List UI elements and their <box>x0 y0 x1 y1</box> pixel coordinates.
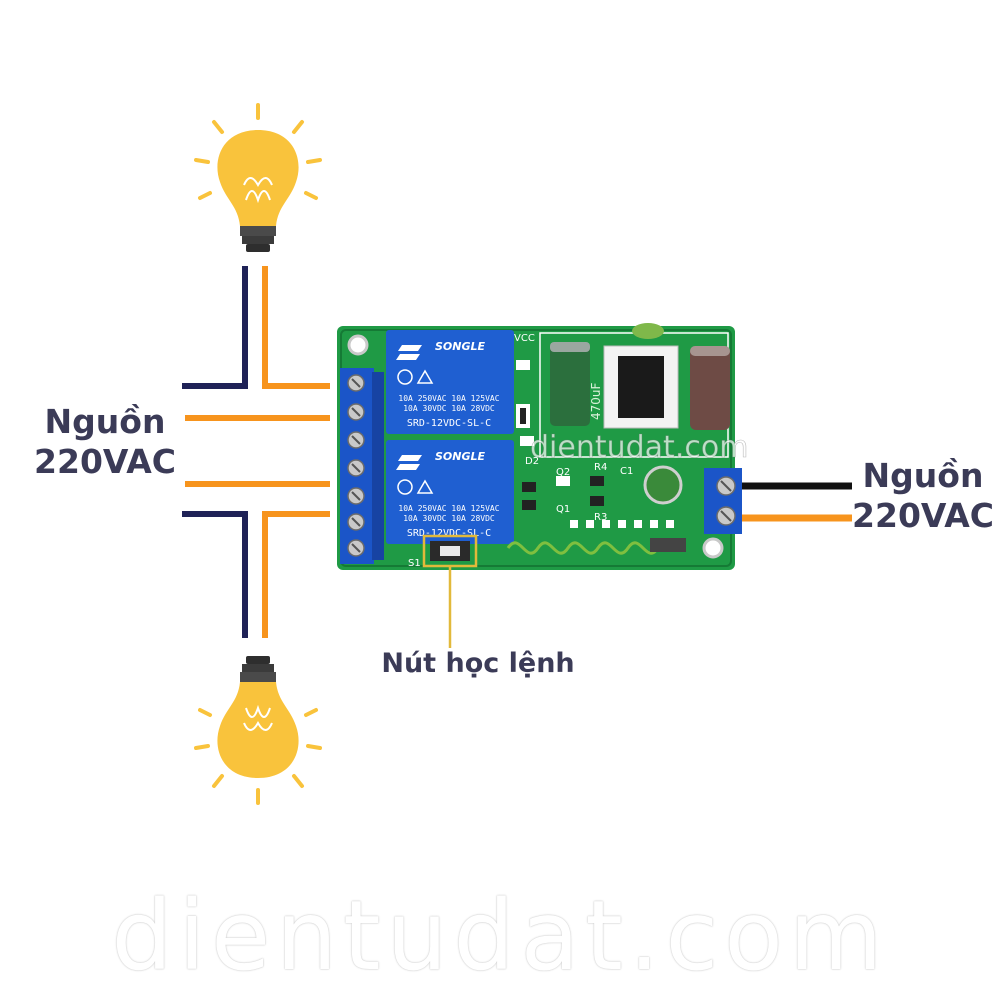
relay-2-spec-2: 10A 30VDC 10A 28VDC <box>403 514 495 523</box>
vcc-label: VCC <box>514 333 535 344</box>
wire-bottom-orange <box>265 514 330 638</box>
right-source-label-line2: 220VAC <box>848 496 998 536</box>
bottom-bulb-icon <box>196 656 320 803</box>
left-wires <box>182 266 330 638</box>
right-source-label: Nguồn 220VAC <box>848 456 998 535</box>
relay-pcb: SONGLE 10A 250VAC 10A 125VAC 10A 30VDC 1… <box>337 323 748 570</box>
wire-top-navy <box>182 266 245 386</box>
relay-2-spec-1: 10A 250VAC 10A 125VAC <box>398 504 499 513</box>
part-label-r4: R4 <box>594 462 607 473</box>
relay-2-model: SRD-12VDC-SL-C <box>407 528 491 539</box>
wire-bottom-navy <box>182 514 245 638</box>
wire-top-orange <box>265 266 330 386</box>
relay-1-spec-2: 10A 30VDC 10A 28VDC <box>403 404 495 413</box>
learn-button-label: Nút học lệnh <box>370 648 586 680</box>
relay-1-spec-1: 10A 250VAC 10A 125VAC <box>398 394 499 403</box>
right-source-label-line1: Nguồn <box>848 456 998 496</box>
relay-1: SONGLE 10A 250VAC 10A 125VAC 10A 30VDC 1… <box>386 330 514 434</box>
right-terminal-block <box>704 468 742 534</box>
capacitor-label: 470uF <box>589 382 603 420</box>
relay-1-brand: SONGLE <box>435 340 486 353</box>
top-bulb-icon <box>196 105 320 252</box>
relay-1-model: SRD-12VDC-SL-C <box>407 418 491 429</box>
relay-2: SONGLE 10A 250VAC 10A 125VAC 10A 30VDC 1… <box>386 440 514 544</box>
part-label-c1: C1 <box>620 466 633 477</box>
inline-watermark: dientudat.com <box>530 430 748 465</box>
part-label-q2: Q2 <box>556 467 570 478</box>
part-label-s1: S1 <box>408 558 421 569</box>
left-source-label-line2: 220VAC <box>30 442 180 482</box>
left-terminal-block <box>340 368 384 564</box>
part-label-q1: Q1 <box>556 504 570 515</box>
right-wires <box>740 486 852 518</box>
left-source-label-line1: Nguồn <box>30 402 180 442</box>
bottom-watermark: dientudat.com <box>0 880 1000 992</box>
left-source-label: Nguồn 220VAC <box>30 402 180 481</box>
part-label-d2: D2 <box>525 456 539 467</box>
relay-2-brand: SONGLE <box>435 450 486 463</box>
